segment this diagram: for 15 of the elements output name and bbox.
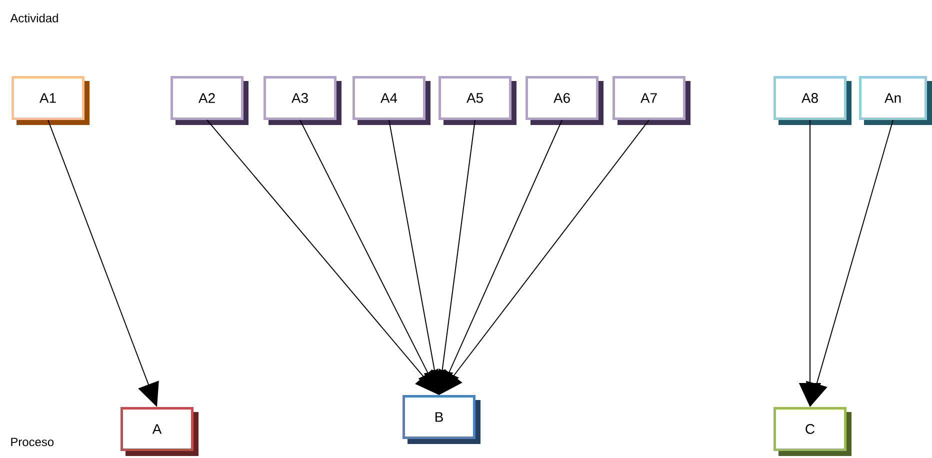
process-box: A [120,407,198,456]
process-box: A7 [612,76,690,125]
process-box: C [774,407,852,456]
process-box: A1 [12,76,90,125]
process-box: A8 [774,76,852,125]
process-box: A3 [264,76,342,125]
process-box: An [859,76,932,125]
process-box: A5 [438,76,516,125]
axis-label: Actividad [10,14,58,22]
process-box: A4 [352,76,430,125]
process-box: A2 [170,76,248,125]
process-box: A6 [526,76,604,125]
process-box: B [402,395,480,444]
arrow [439,120,650,395]
axis-label: Proceso [11,438,54,446]
